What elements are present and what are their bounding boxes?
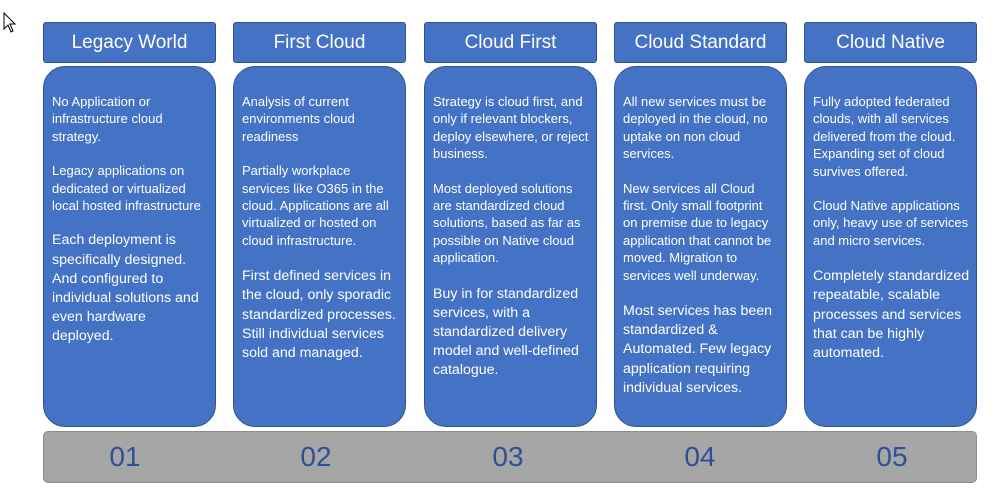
stage-5-description: Fully adopted federated clouds, with all… (804, 66, 977, 427)
stage-3-title: Cloud First (424, 22, 597, 63)
stage-3-number: 03 (492, 441, 524, 472)
mouse-pointer-icon (3, 12, 17, 33)
stage-4-paragraph-1: All new services must be deployed in the… (623, 94, 768, 162)
stage-2-paragraph-3: First defined services in the cloud, onl… (242, 268, 396, 361)
stage-4-paragraph-3: Most services has been standardized & Au… (623, 303, 773, 396)
stage-1-paragraph-2: Legacy applications on dedicated or virt… (52, 163, 201, 214)
stage-5-paragraph-3: Completely standardized repeatable, scal… (813, 268, 970, 361)
stage-4-description: All new services must be deployed in the… (614, 66, 787, 427)
stage-3-paragraph-1: Strategy is cloud first, and only if rel… (433, 94, 589, 162)
stage-2-description: Analysis of current environments cloud r… (233, 66, 406, 427)
stage-number-bar (43, 431, 977, 483)
stage-2-title: First Cloud (233, 22, 406, 63)
stage-5-paragraph-2: Cloud Native applications only, heavy us… (813, 198, 969, 248)
stage-3-description: Strategy is cloud first, and only if rel… (424, 66, 597, 427)
stage-4-paragraph-2: New services all Cloud first. Only small… (623, 180, 772, 283)
stage-4-number: 04 (684, 441, 716, 472)
stage-1-paragraph-1: No Application or infrastructure cloud s… (52, 94, 163, 144)
stage-2-paragraph-2: Partially workplace services like O365 i… (242, 163, 389, 248)
stage-1-description: No Application or infrastructure cloud s… (43, 66, 216, 427)
stage-2-paragraph-1: Analysis of current environments cloud r… (242, 94, 355, 144)
stage-5-title: Cloud Native (804, 22, 977, 63)
stage-1-title: Legacy World (43, 22, 216, 63)
stage-5-paragraph-1: Fully adopted federated clouds, with all… (813, 94, 956, 179)
stage-3-paragraph-3: Buy in for standardized services, with a… (433, 285, 579, 379)
stage-1-number: 01 (109, 441, 141, 472)
stage-2-number: 02 (300, 441, 332, 472)
stage-4-title: Cloud Standard (614, 22, 787, 63)
stage-5-number: 05 (876, 441, 908, 472)
stage-3-paragraph-2: Most deployed solutions are standardized… (433, 180, 581, 266)
stage-1-paragraph-3: Each deployment is specifically designed… (52, 232, 199, 345)
